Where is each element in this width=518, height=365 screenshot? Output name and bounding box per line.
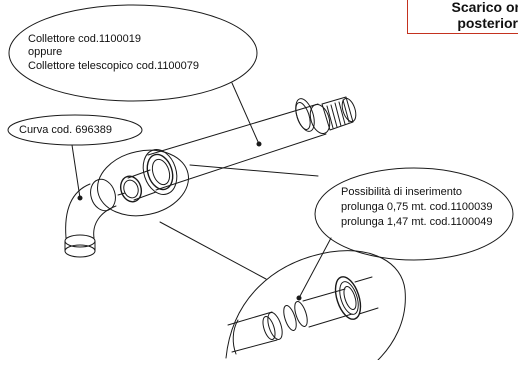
zoom-source-ellipse (97, 149, 189, 217)
prolunga-label-line1: Possibilità di inserimento (341, 186, 463, 198)
prolunga-label-line2: prolunga 0,75 mt. cod.1100039 (341, 201, 493, 213)
collector-pipe (147, 96, 357, 191)
curva-elbow (64, 178, 117, 258)
zoom-line-bottom (159, 221, 267, 280)
detail-zoom-outline (225, 250, 406, 361)
collettore-callout-ellipse (8, 4, 258, 102)
prolunga-callout-ellipse (314, 167, 514, 261)
collettore-leader-line (231, 82, 260, 145)
detail-zoom-view (225, 250, 406, 361)
curva-label: Curva cod. 696389 (19, 124, 112, 136)
inner-coupling (117, 169, 157, 203)
curva-leader-dot (77, 195, 83, 201)
prolunga-leader-dot (296, 295, 302, 301)
badge-line2: posterior (457, 15, 518, 31)
collettore-label-line1: Collettore cod.1100019 (28, 33, 141, 45)
collettore-label-line2: oppure (28, 46, 63, 58)
scarico-badge: Scarico or posterior (407, 0, 518, 34)
collettore-label-line3: Collettore telescopico cod.1100079 (28, 60, 200, 72)
curva-callout-ellipse (7, 114, 143, 146)
prolunga-leader-line (298, 237, 332, 299)
prolunga-label-line3: prolunga 1,47 mt. cod.1100049 (341, 216, 493, 228)
badge-line1: Scarico or (451, 0, 518, 15)
curva-leader-line (71, 144, 81, 199)
zoom-line-top (189, 164, 319, 177)
collettore-leader-dot (256, 141, 262, 147)
